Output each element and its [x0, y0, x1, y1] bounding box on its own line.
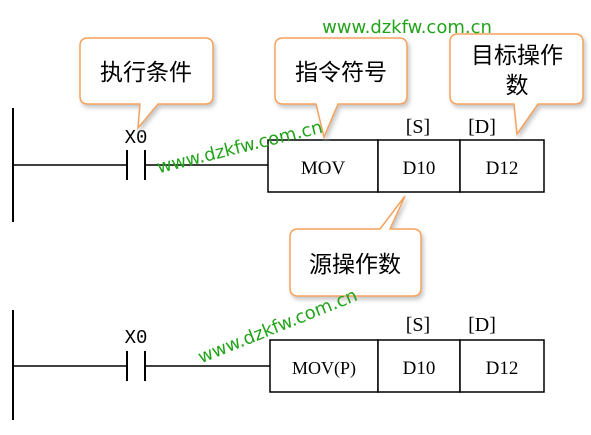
- callout-target-operand: [449, 33, 584, 137]
- rung2-source-tag: [S]: [406, 314, 430, 336]
- callout-target-operand-line1: 目标操作: [471, 43, 563, 69]
- rung1-instruction: MOV: [301, 158, 346, 179]
- callout-source-operand: [289, 195, 422, 297]
- rung2-source-cell: [377, 339, 461, 393]
- rung2-dest: D12: [486, 358, 519, 379]
- rung2-dest-tag: [D]: [468, 314, 496, 336]
- rung1-contact-label: X0: [125, 127, 148, 149]
- rung1-dest: D12: [486, 158, 519, 179]
- rung1-source-tag: [S]: [406, 116, 430, 138]
- rung2-contact-label: X0: [125, 327, 148, 349]
- rung2-dest-cell: [459, 339, 545, 393]
- callout-execution-condition: [79, 37, 214, 131]
- rung1-dest-cell: [459, 139, 545, 193]
- rung2-source: D10: [403, 358, 436, 379]
- callout-source-operand-text: 源操作数: [309, 252, 401, 278]
- callout-target-operand-line2: 数: [506, 73, 529, 99]
- rung1-instruction-cell: [267, 139, 379, 193]
- rung1-source: D10: [403, 158, 436, 179]
- watermark-top: www.dzkfw.com.cn: [322, 17, 492, 38]
- callout-instruction-symbol: [274, 37, 408, 140]
- rung2-instruction-cell: [269, 339, 379, 393]
- rung2-instruction: MOV(P): [292, 358, 356, 379]
- callout-instruction-symbol-text: 指令符号: [295, 60, 387, 86]
- rung1-dest-tag: [D]: [468, 116, 496, 138]
- rung1-source-cell: [377, 139, 461, 193]
- callout-execution-condition-text: 执行条件: [100, 60, 192, 86]
